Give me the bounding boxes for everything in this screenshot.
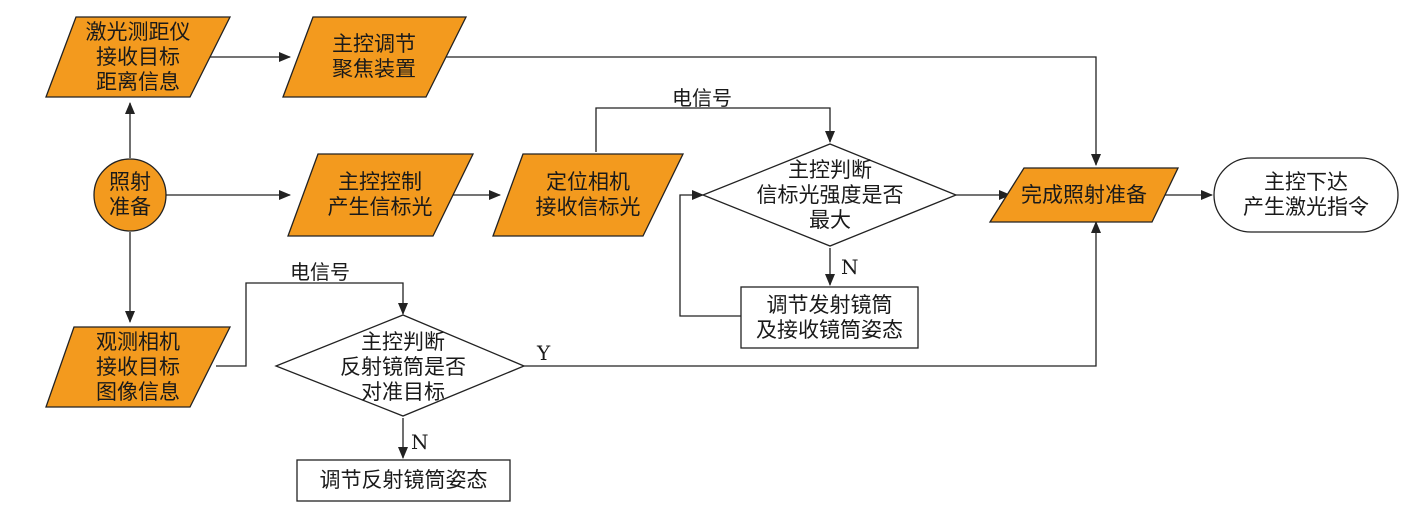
node-beacon: 主控控制 产生信标光 [327,170,433,219]
beacon-node-shape [287,153,475,237]
edge-label-judge1-no: N [841,255,859,279]
judge1-node-shape [701,143,958,247]
ready-node-shape [988,167,1180,223]
node-laser: 主控下达 产生激光指令 [1243,170,1369,219]
edge-adjust1-loop [679,190,741,317]
rangefind-node-shape [45,16,232,98]
edge-label-judge2-no: N [411,430,429,454]
adjust1-node-shape [740,286,919,349]
node-prep: 照射 准备 [109,170,151,219]
edge-obscam-to-judge2 [216,282,408,367]
node-adjust1: 调节发射镜筒 及接收镜筒姿态 [756,292,903,342]
node-adjust2: 调节反射镜筒姿态 [319,468,488,492]
node-ready: 完成照射准备 [1021,182,1147,207]
node-loccam: 定位相机 接收信标光 [535,170,641,219]
edge-label-signal-bottom: 电信号 [290,260,350,284]
node-focus: 主控调节 聚焦装置 [332,32,416,81]
edges [125,52,1213,459]
focus-node-shape [282,16,468,98]
edge-judge2-yes-to-ready [524,221,1101,367]
obscam-node-shape [45,326,232,408]
node-obscam: 观测相机 接收目标 图像信息 [96,329,180,404]
edge-label-signal-top: 电信号 [672,86,732,110]
edge-loccam-to-judge1 [595,107,835,152]
nodes [45,16,1399,502]
edge-label-judge2-yes: Y [537,341,551,365]
node-rangefind: 激光测距仪 接收目标 距离信息 [85,19,191,94]
node-judge1: 主控判断 信标光强度是否 最大 [756,157,904,232]
laser-node-shape [1213,157,1399,233]
edge-focus-to-ready [432,56,1101,166]
node-judge2: 主控判断 反射镜筒是否 对准目标 [340,329,466,404]
loccam-node-shape [492,153,685,237]
prep-node-shape [93,158,167,232]
adjust2-node-shape [296,459,511,502]
judge2-node-shape [274,314,526,417]
